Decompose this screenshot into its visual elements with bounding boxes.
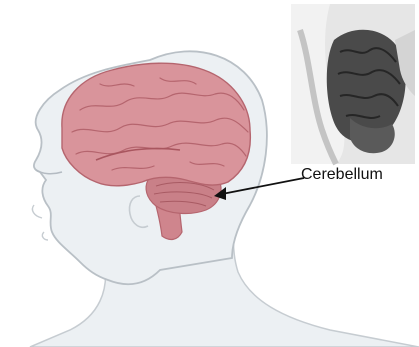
cerebrum xyxy=(62,63,251,186)
cerebellum-label: Cerebellum xyxy=(301,166,383,184)
face-profile-detail xyxy=(32,205,48,240)
inset-mri xyxy=(291,4,415,164)
